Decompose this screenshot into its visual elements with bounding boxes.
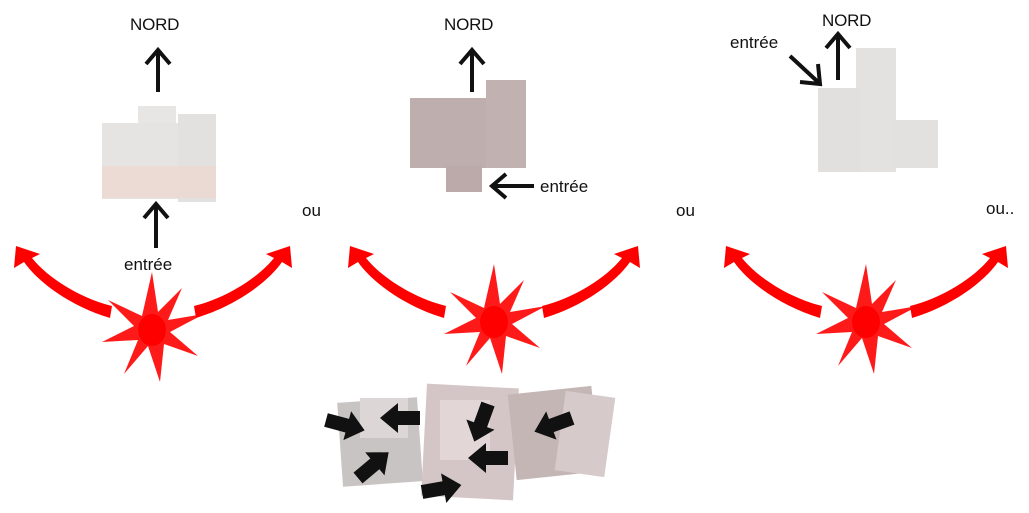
entrance-arrow-icon [788, 54, 823, 87]
plan-3-block-left [818, 88, 860, 172]
plan-3-block-right [894, 120, 938, 168]
plan-1-trim [102, 166, 216, 198]
plan-3-block-tall [856, 48, 896, 172]
north-label: NORD [822, 11, 872, 30]
entrance-label: entrée [540, 177, 589, 196]
plan-2 [348, 46, 640, 374]
north-label: NORD [130, 15, 180, 34]
plan-1-block-top [138, 106, 176, 126]
plan-3 [724, 30, 1008, 374]
north-label: NORD [444, 15, 494, 34]
curved-arrow-icon [348, 246, 640, 318]
entrance-label: entrée [124, 255, 173, 274]
plan-1 [14, 46, 292, 382]
photo-collage [322, 383, 616, 507]
north-arrow-icon [144, 46, 172, 92]
sun-icon [444, 264, 546, 374]
plan-2-block-left [410, 98, 486, 168]
or-label: ou [676, 201, 695, 220]
or-label: ou [302, 201, 321, 220]
north-arrow-icon [824, 30, 852, 80]
sun-icon [102, 272, 204, 382]
sun-icon [816, 264, 918, 374]
curved-arrow-icon [14, 246, 292, 318]
entrance-arrow-icon [142, 200, 170, 248]
north-arrow-icon [458, 46, 486, 92]
plan-2-block-bottom [446, 166, 482, 192]
entrance-arrow-icon [488, 172, 534, 200]
entrance-label: entrée [730, 33, 779, 52]
curved-arrow-icon [724, 246, 1008, 318]
or-more-label: ou.. [986, 199, 1015, 218]
plan-2-block-right [486, 80, 526, 168]
